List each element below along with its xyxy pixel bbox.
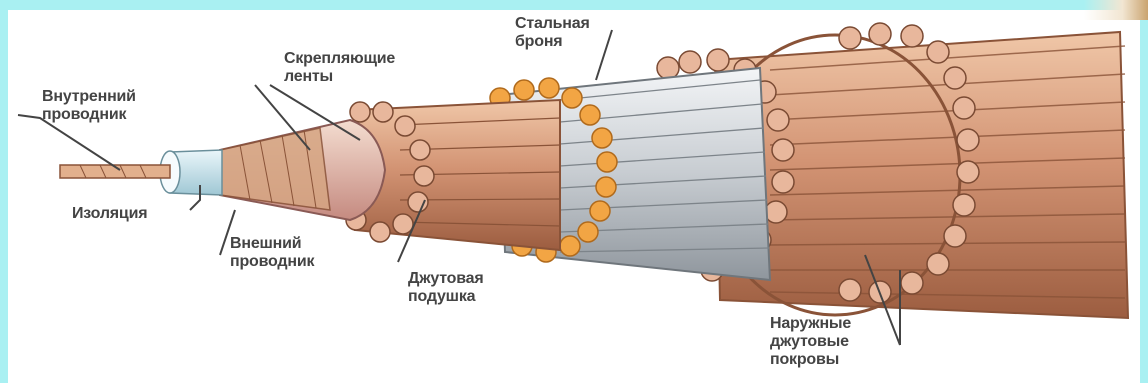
label-outer-jute-covers: Наружные джутовые покровы (770, 315, 851, 369)
label-jute-cushion: Джутовая подушка (408, 270, 484, 306)
label-outer-conductor: Внешний проводник (230, 235, 314, 271)
label-binding-tapes: Скрепляющие ленты (284, 50, 395, 86)
label-inner-conductor: Внутренний проводник (42, 88, 136, 124)
label-insulation: Изоляция (72, 205, 147, 223)
outer-conductor (220, 120, 385, 220)
label-steel-armor: Стальная броня (515, 15, 590, 51)
